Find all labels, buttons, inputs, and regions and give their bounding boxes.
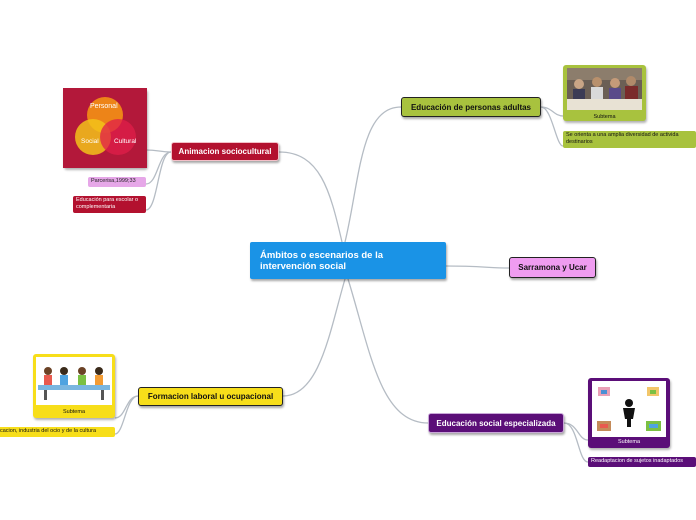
note-especial[interactable]: Readaptacion de sujetos inadaptados (588, 457, 696, 467)
note-animacion[interactable]: Educación para escolar o complementaria (73, 196, 146, 213)
topic-educacion-especializada[interactable]: Educación social especializada (428, 413, 564, 433)
central-topic[interactable]: Ámbitos o escenarios de la intervención … (250, 242, 446, 279)
venn-diagram (63, 88, 147, 168)
note-formacion[interactable]: cacion, industria del ocio y de la cultu… (0, 427, 115, 437)
person-network-icon (592, 381, 666, 437)
note-citation[interactable]: Parcerisa,1999;33 (88, 177, 146, 187)
venn-label-personal: Personal (90, 103, 118, 110)
classroom-photo (567, 68, 642, 110)
venn-label-cultural: Cultural (114, 138, 136, 145)
subtema-label: Subtema (563, 114, 646, 120)
venn-label-social: Social (81, 138, 99, 145)
subtema-card-especial[interactable]: Subtema (588, 378, 670, 448)
subtema-label: Subtema (588, 439, 670, 445)
topic-formacion-laboral[interactable]: Formacion laboral u ocupacional (138, 387, 283, 406)
students-illustration (36, 357, 112, 405)
venn-card[interactable]: Personal Social Cultural (63, 88, 147, 168)
topic-sarramona-ucar[interactable]: Sarramona y Ucar (509, 257, 596, 278)
subtema-card-formacion[interactable]: Subtema (33, 354, 115, 418)
subtema-card-adultas[interactable]: Subtema (563, 65, 646, 121)
note-adultas[interactable]: Se orienta a una amplia diversidad de ac… (563, 131, 696, 148)
subtema-label: Subtema (33, 409, 115, 415)
topic-educacion-adultas[interactable]: Educación de personas adultas (401, 97, 541, 117)
topic-animacion-sociocultural[interactable]: Animacion sociocultural (171, 142, 279, 161)
